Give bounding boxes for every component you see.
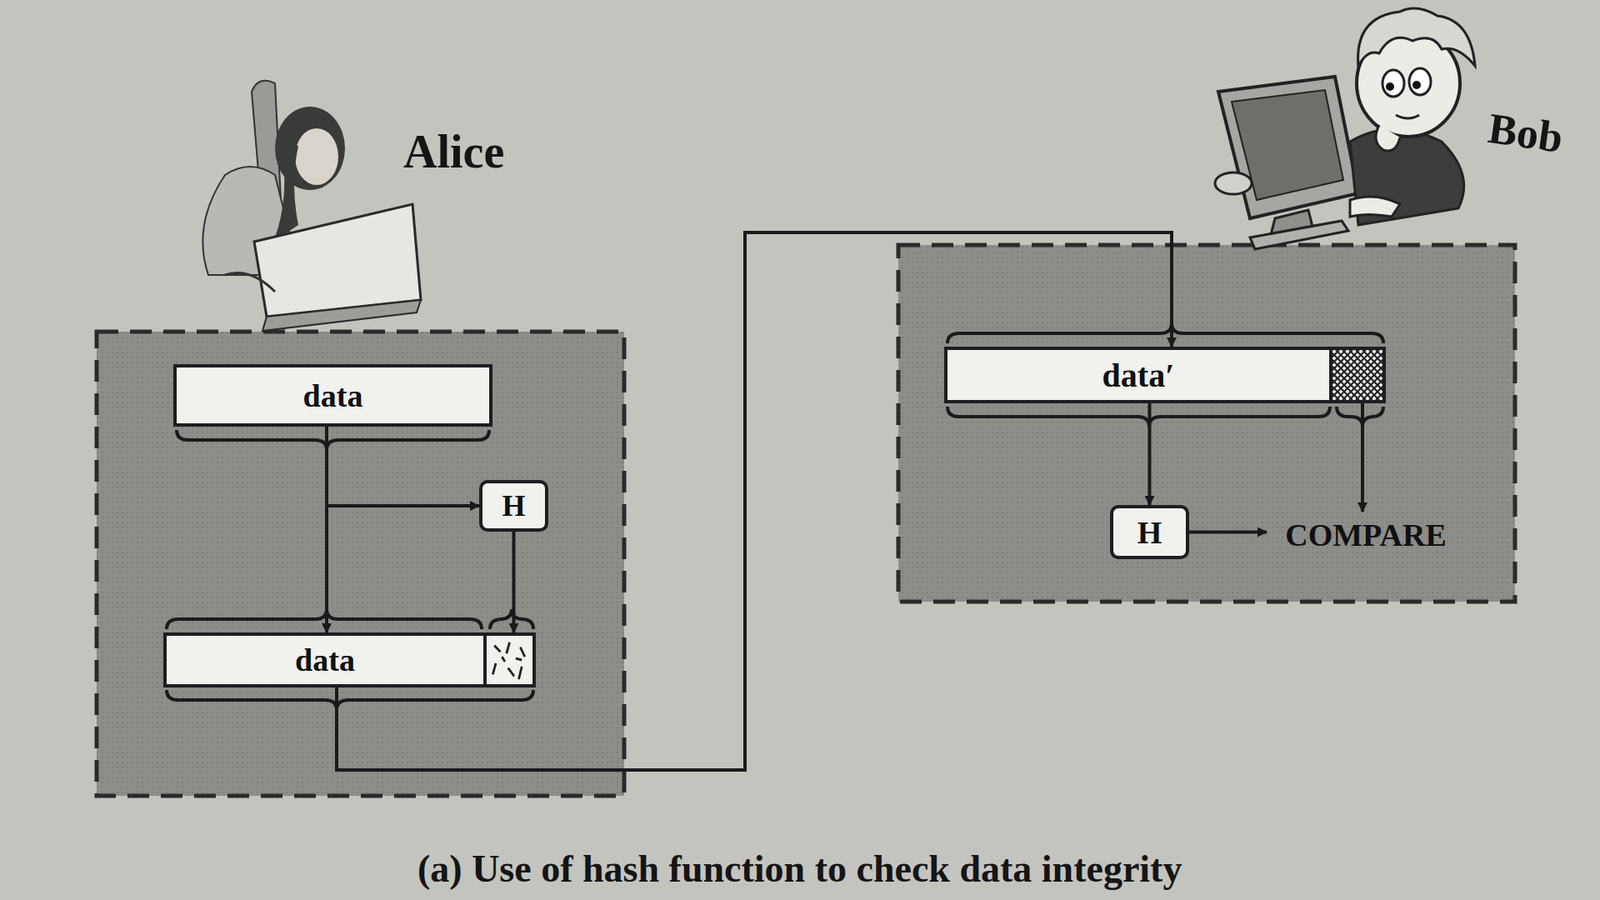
hash-function-box: H — [479, 480, 549, 532]
alice-illustration — [202, 80, 421, 331]
flow-arrow — [1360, 403, 1365, 512]
curly-brace — [947, 323, 1384, 344]
curly-brace — [166, 690, 534, 710]
text-area: data — [166, 635, 484, 685]
hash-value-cell — [1329, 350, 1383, 400]
received-data-box: data′ — [944, 346, 1386, 404]
node-text: H — [1137, 514, 1163, 551]
flow-arrow — [1148, 403, 1152, 505]
sender-panel — [96, 331, 625, 796]
node-text: data — [303, 377, 364, 415]
text-area: H — [482, 483, 545, 529]
hash-texture — [1332, 350, 1383, 400]
compare-step: COMPARE — [1266, 511, 1465, 559]
figure-caption: (a) Use of hash function to check data i… — [417, 846, 1182, 891]
text-area: data′ — [947, 350, 1330, 400]
text-area: data — [176, 367, 490, 424]
flow-arrow — [325, 426, 329, 633]
person-name: Bob — [1485, 103, 1566, 163]
node-text: H — [501, 488, 525, 524]
node-text: data′ — [1102, 355, 1175, 395]
curly-brace — [1336, 406, 1384, 427]
flow-arrow — [336, 232, 1172, 770]
node-text: COMPARE — [1285, 516, 1447, 554]
curly-brace — [947, 406, 1330, 427]
curly-brace — [176, 430, 490, 450]
bob-illustration — [1215, 8, 1475, 250]
data-with-hash-box: data — [163, 632, 536, 688]
text-area: H — [1113, 508, 1186, 556]
hash-texture — [486, 635, 533, 685]
flow-arrow — [512, 531, 516, 633]
node-text: data — [295, 641, 355, 679]
flow-arrow — [1189, 530, 1267, 535]
person-name: Alice — [403, 125, 505, 179]
receiver-panel — [898, 245, 1515, 602]
flow-arrow — [326, 426, 480, 506]
data-box: data — [173, 364, 493, 427]
hash-function-box: H — [1110, 505, 1190, 560]
hash-value-cell — [483, 635, 533, 685]
curly-brace — [166, 609, 482, 630]
curly-brace — [490, 609, 534, 630]
text-area: COMPARE — [1266, 511, 1465, 559]
